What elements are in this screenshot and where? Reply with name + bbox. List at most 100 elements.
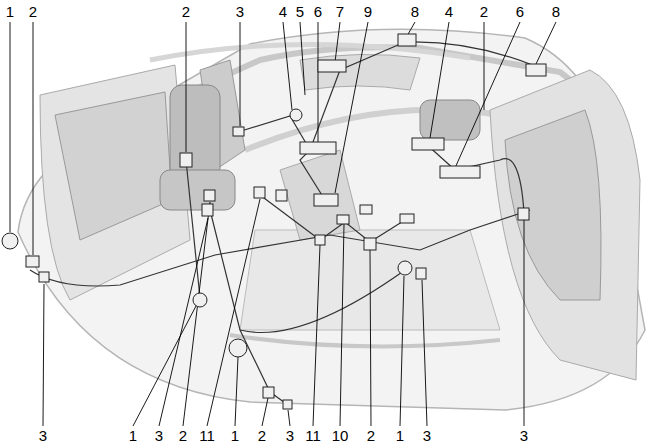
drawing-part: [150, 44, 470, 60]
drawing-part: [300, 142, 336, 154]
drawing-part: [405, 42, 535, 66]
callout-number: 3: [155, 428, 163, 444]
drawing-part: [30, 210, 530, 286]
drawing-part: [18, 29, 645, 410]
drawing-part: [233, 127, 244, 136]
drawing-part: [240, 22, 241, 126]
callout-number: 3: [236, 4, 244, 20]
drawing-part: [263, 387, 274, 398]
drawing-part: [186, 22, 187, 152]
callout-number: 3: [39, 428, 47, 444]
callout-number: 8: [552, 4, 560, 20]
drawing-part: [238, 116, 310, 150]
drawing-part: [412, 138, 444, 150]
drawing-part: [229, 339, 247, 357]
drawing-part: [159, 218, 208, 426]
drawing-part: [210, 210, 288, 405]
callout-number: 11: [199, 428, 215, 444]
drawing-part: [340, 224, 344, 426]
callout-number: 2: [179, 428, 187, 444]
callout-number: 1: [129, 428, 137, 444]
drawing-part: [314, 194, 338, 206]
drawing-part: [313, 245, 320, 426]
callout-number: 2: [480, 4, 488, 20]
callout-number: 2: [258, 428, 266, 444]
drawing-part: [400, 214, 414, 223]
drawing-part: [300, 42, 405, 200]
drawing-part: [170, 85, 220, 180]
callout-number: 1: [231, 428, 239, 444]
callout-number: 1: [396, 428, 404, 444]
wiring-harness: [30, 42, 535, 405]
drawing-part: [10, 22, 11, 232]
drawing-part: [484, 22, 485, 110]
drawing-part: [276, 190, 287, 201]
drawing-part: [400, 276, 404, 426]
callout-number: 6: [314, 4, 322, 20]
callout-number: 11: [305, 428, 321, 444]
callout-number: 6: [516, 4, 524, 20]
drawing-part: [2, 233, 18, 249]
callout-number: 4: [279, 4, 287, 20]
drawing-part: [440, 166, 480, 178]
drawing-part: [280, 150, 360, 240]
drawing-part: [26, 256, 39, 267]
drawing-part: [455, 22, 520, 168]
drawing-part: [490, 70, 640, 380]
drawing-part: [160, 170, 235, 210]
drawing-part: [536, 22, 556, 64]
callout-number: 7: [336, 4, 344, 20]
drawing-part: [315, 235, 325, 245]
callout-number: 2: [182, 4, 190, 20]
drawing-part: [416, 268, 426, 279]
drawing-part: [288, 410, 290, 426]
drawing-part: [260, 195, 405, 242]
drawing-part: [370, 250, 371, 426]
drawing-part: [420, 100, 480, 140]
drawing-part: [230, 335, 500, 346]
drawing-part: [335, 22, 340, 62]
drawing-part: [398, 261, 412, 275]
car-body: [18, 29, 645, 410]
drawing-part: [505, 110, 601, 300]
drawing-part: [364, 238, 376, 250]
callout-number: 1: [6, 4, 14, 20]
callout-number: 5: [296, 4, 304, 20]
drawing-part: [398, 34, 416, 46]
drawing-part: [518, 208, 529, 220]
drawing-part: [202, 204, 213, 216]
callout-number: 8: [411, 4, 419, 20]
drawing-part: [422, 280, 427, 426]
drawing-part: [283, 400, 292, 409]
drawing-part: [262, 398, 268, 426]
drawing-part: [526, 64, 546, 76]
drawing-part: [240, 270, 405, 333]
drawing-part: [235, 357, 238, 426]
callout-number: 2: [367, 428, 375, 444]
drawing-part: [55, 92, 172, 240]
drawing-part: [204, 190, 215, 201]
drawing-part: [207, 199, 260, 426]
drawing-part: [193, 293, 207, 307]
leader-lines: [10, 22, 556, 426]
drawing-part: [43, 284, 44, 426]
callout-number: 3: [520, 428, 528, 444]
drawing-part: [430, 22, 449, 138]
drawing-part: [283, 22, 292, 110]
callout-number: 2: [29, 4, 37, 20]
drawing-part: [335, 22, 368, 193]
drawing-part: [337, 215, 349, 224]
drawing-part: [425, 143, 524, 213]
drawing-part: [290, 109, 302, 121]
callout-number: 10: [332, 428, 349, 444]
callout-number: 4: [445, 4, 453, 20]
drawing-part: [318, 60, 346, 72]
drawing-part: [39, 272, 49, 282]
drawing-part: [133, 306, 196, 426]
drawing-part: [254, 187, 265, 198]
drawing-part: [33, 22, 34, 255]
drawing-part: [183, 202, 210, 426]
callout-number: 9: [364, 4, 372, 20]
